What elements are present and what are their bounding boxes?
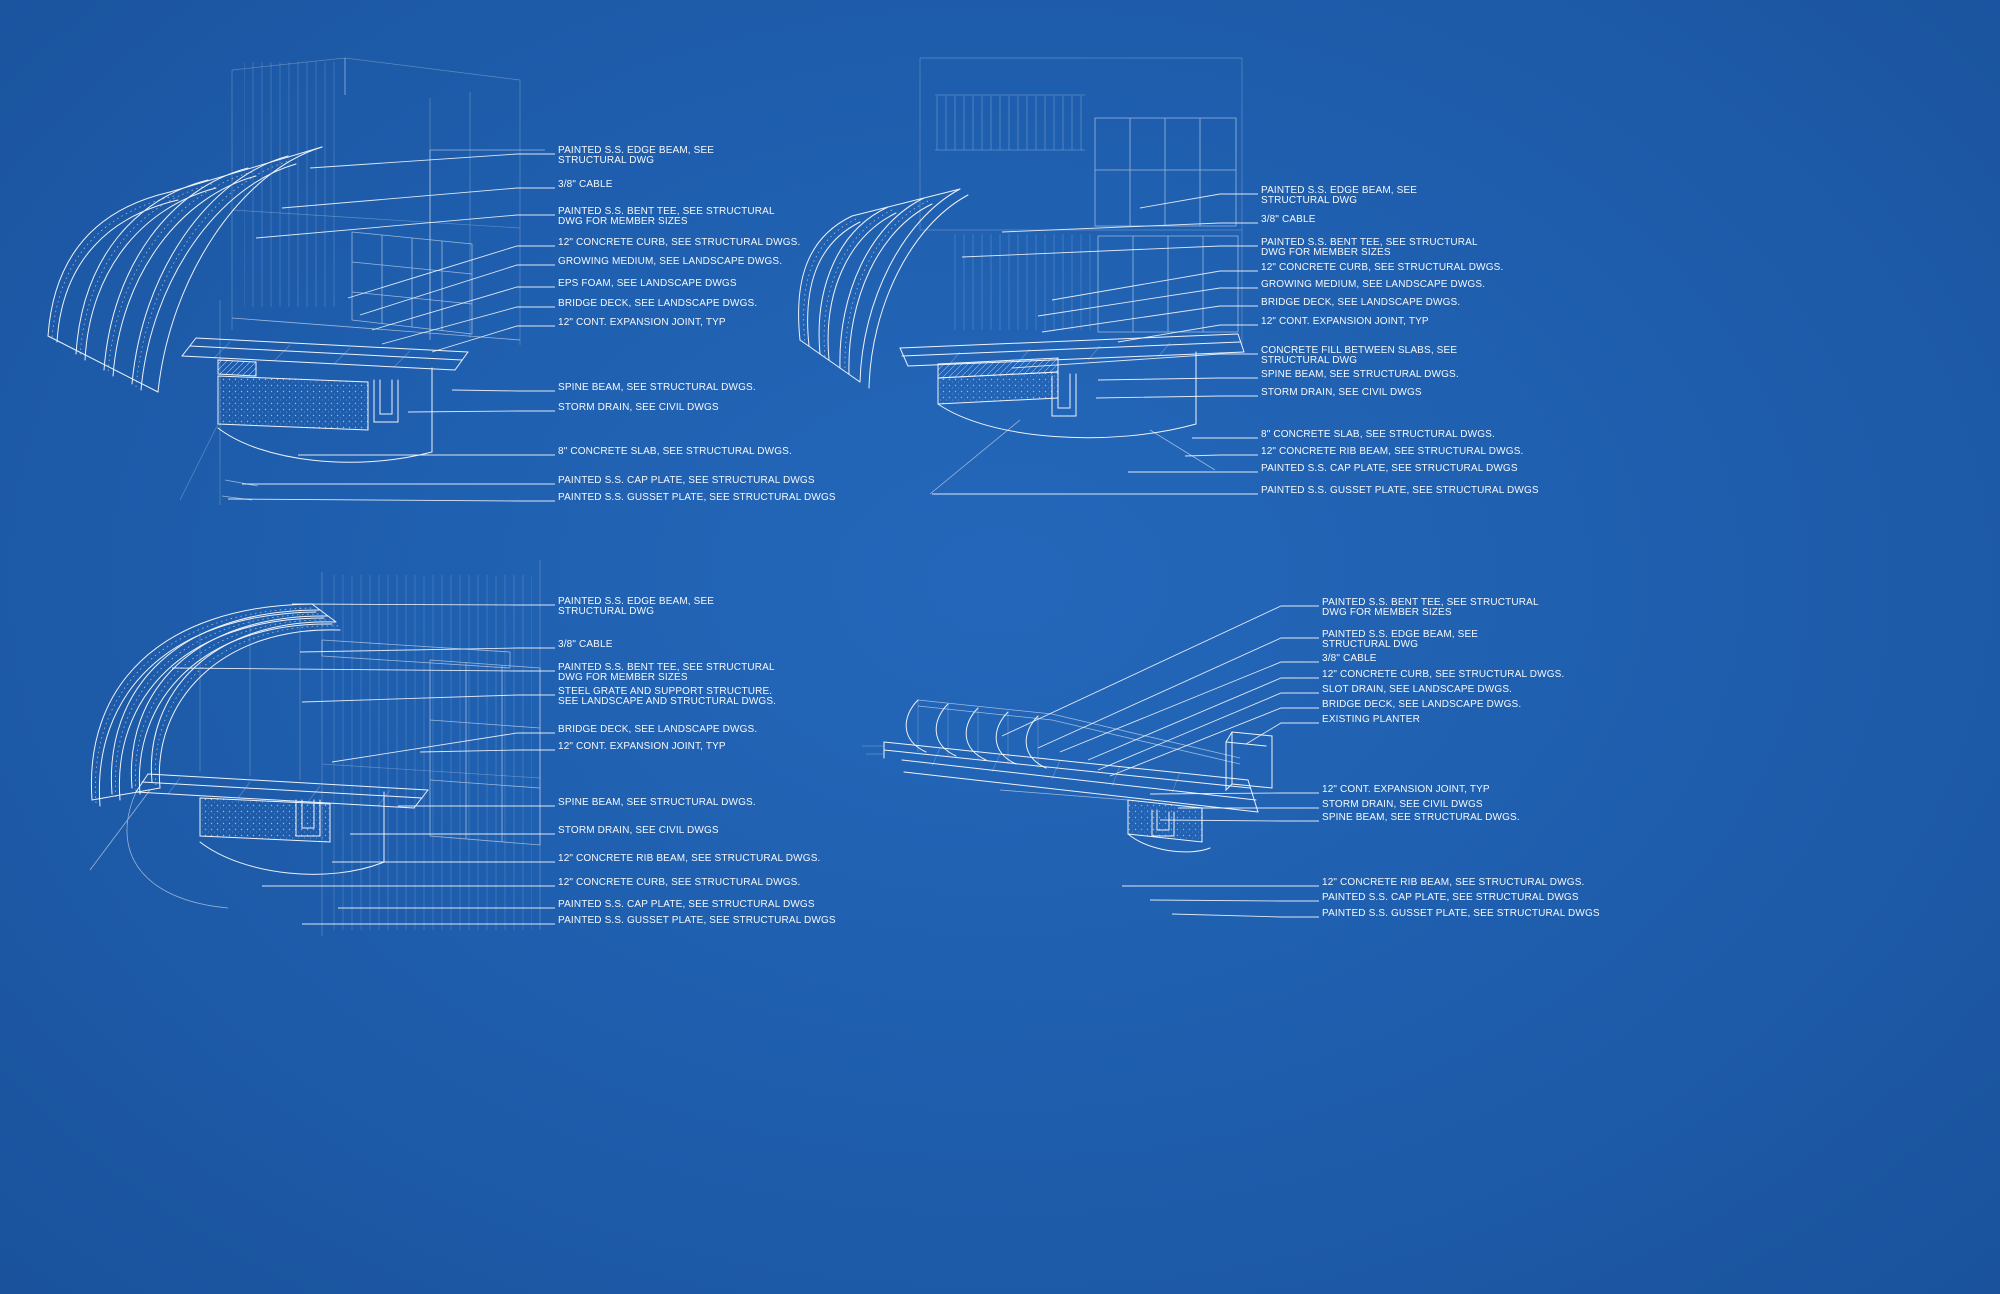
- callout-concrete-curb: 12" CONCRETE CURB, SEE STRUCTURAL DWGS.: [558, 877, 801, 888]
- callout-storm-drain: STORM DRAIN, SEE CIVIL DWGS: [1322, 799, 1483, 810]
- callout-cap-plate: PAINTED S.S. CAP PLATE, SEE STRUCTURAL D…: [1322, 892, 1579, 903]
- callout-concrete-slab: 8" CONCRETE SLAB, SEE STRUCTURAL DWGS.: [1261, 429, 1495, 440]
- callout-gusset-plate: PAINTED S.S. GUSSET PLATE, SEE STRUCTURA…: [558, 915, 836, 926]
- tr-canopy-ribs: [798, 188, 969, 389]
- callout-concrete-curb: 12" CONCRETE CURB, SEE STRUCTURAL DWGS.: [1261, 262, 1504, 273]
- callout-expansion-joint: 12" CONT. EXPANSION JOINT, TYP: [1322, 784, 1490, 795]
- bl-canopy-arcs: [90, 603, 341, 807]
- callout-expansion-joint: 12" CONT. EXPANSION JOINT, TYP: [1261, 316, 1429, 327]
- tr-canopy-slats: [803, 200, 929, 372]
- callout-cap-plate: PAINTED S.S. CAP PLATE, SEE STRUCTURAL D…: [558, 475, 815, 486]
- bl-canopy-slats: [95, 607, 339, 804]
- bl-cables: [199, 606, 301, 780]
- callout-spine-beam: SPINE BEAM, SEE STRUCTURAL DWGS.: [558, 382, 756, 393]
- callout-spine-beam: SPINE BEAM, SEE STRUCTURAL DWGS.: [1322, 812, 1520, 823]
- bottom-right-line-art: [862, 699, 1273, 853]
- br-rib-cables: [862, 700, 1039, 768]
- br-deck: [883, 741, 1259, 813]
- callout-rib-beam: 12" CONCRETE RIB BEAM, SEE STRUCTURAL DW…: [558, 853, 821, 864]
- callout-bent-tee: PAINTED S.S. BENT TEE, SEE STRUCTURAL DW…: [1261, 237, 1478, 258]
- callout-gusset-plate: PAINTED S.S. GUSSET PLATE, SEE STRUCTURA…: [558, 492, 836, 503]
- callout-bridge-deck: BRIDGE DECK, SEE LANDSCAPE DWGS.: [1322, 699, 1522, 710]
- callout-cable: 3/8" CABLE: [1261, 214, 1316, 225]
- callout-cable: 3/8" CABLE: [1322, 653, 1377, 664]
- callout-edge-beam: PAINTED S.S. EDGE BEAM, SEE STRUCTURAL D…: [1322, 629, 1479, 650]
- callout-growing-medium: GROWING MEDIUM, SEE LANDSCAPE DWGS.: [558, 256, 783, 267]
- callout-storm-drain: STORM DRAIN, SEE CIVIL DWGS: [1261, 387, 1422, 398]
- callout-existing-planter: EXISTING PLANTER: [1322, 714, 1420, 725]
- br-deck-joints: [931, 747, 1181, 794]
- bl-deck-joints: [167, 777, 391, 807]
- callout-cap-plate: PAINTED S.S. CAP PLATE, SEE STRUCTURAL D…: [558, 899, 815, 910]
- callout-steel-grate: STEEL GRATE AND SUPPORT STRUCTURE. SEE L…: [558, 686, 777, 707]
- callout-edge-beam: PAINTED S.S. EDGE BEAM, SEE STRUCTURAL D…: [558, 145, 715, 166]
- callout-cap-plate: PAINTED S.S. CAP PLATE, SEE STRUCTURAL D…: [1261, 463, 1518, 474]
- callout-concrete-curb: 12" CONCRETE CURB, SEE STRUCTURAL DWGS.: [558, 237, 801, 248]
- callout-bent-tee: PAINTED S.S. BENT TEE, SEE STRUCTURAL DW…: [558, 662, 775, 683]
- callout-eps-foam: EPS FOAM, SEE LANDSCAPE DWGS: [558, 278, 737, 289]
- callout-bridge-deck: BRIDGE DECK, SEE LANDSCAPE DWGS.: [558, 298, 758, 309]
- callout-bridge-deck: BRIDGE DECK, SEE LANDSCAPE DWGS.: [558, 724, 758, 735]
- callout-concrete-curb: 12" CONCRETE CURB, SEE STRUCTURAL DWGS.: [1322, 669, 1565, 680]
- bl-building-window-band: [321, 639, 541, 846]
- tr-gusset-lines: [929, 419, 1216, 495]
- callout-cable: 3/8" CABLE: [558, 639, 613, 650]
- callout-gusset-plate: PAINTED S.S. GUSSET PLATE, SEE STRUCTURA…: [1261, 485, 1539, 496]
- callout-bent-tee: PAINTED S.S. BENT TEE, SEE STRUCTURAL DW…: [1322, 597, 1539, 618]
- callout-bridge-deck: BRIDGE DECK, SEE LANDSCAPE DWGS.: [1261, 297, 1461, 308]
- callout-storm-drain: STORM DRAIN, SEE CIVIL DWGS: [558, 825, 719, 836]
- br-soffit-line: [999, 789, 1129, 801]
- tl-deck-joints: [179, 341, 411, 501]
- callout-slot-drain: SLOT DRAIN, SEE LANDSCAPE DWGS.: [1322, 684, 1513, 695]
- callout-spine-beam: SPINE BEAM, SEE STRUCTURAL DWGS.: [1261, 369, 1459, 380]
- top-left-line-art: [47, 57, 545, 505]
- callout-gusset-plate: PAINTED S.S. GUSSET PLATE, SEE STRUCTURA…: [1322, 908, 1600, 919]
- callout-spine-beam: SPINE BEAM, SEE STRUCTURAL DWGS.: [558, 797, 756, 808]
- callout-storm-drain: STORM DRAIN, SEE CIVIL DWGS: [558, 402, 719, 413]
- callout-concrete-fill: CONCRETE FILL BETWEEN SLABS, SEE STRUCTU…: [1261, 345, 1458, 366]
- callout-expansion-joint: 12" CONT. EXPANSION JOINT, TYP: [558, 741, 726, 752]
- bottom-left-line-art: [89, 560, 541, 936]
- tl-canopy-slats: [51, 159, 293, 388]
- tr-deck-joints: [947, 342, 1171, 367]
- callout-cable: 3/8" CABLE: [558, 179, 613, 190]
- callout-rib-beam: 12" CONCRETE RIB BEAM, SEE STRUCTURAL DW…: [1322, 877, 1585, 888]
- callout-expansion-joint: 12" CONT. EXPANSION JOINT, TYP: [558, 317, 726, 328]
- tr-building-windows: [1094, 117, 1239, 333]
- callout-edge-beam: PAINTED S.S. EDGE BEAM, SEE STRUCTURAL D…: [558, 596, 715, 617]
- bl-under-deck: [89, 789, 229, 909]
- callout-bent-tee: PAINTED S.S. BENT TEE, SEE STRUCTURAL DW…: [558, 206, 775, 227]
- top-right-line-art: [798, 57, 1245, 495]
- callout-concrete-slab: 8" CONCRETE SLAB, SEE STRUCTURAL DWGS.: [558, 446, 792, 457]
- callout-growing-medium: GROWING MEDIUM, SEE LANDSCAPE DWGS.: [1261, 279, 1486, 290]
- callout-rib-beam: 12" CONCRETE RIB BEAM, SEE STRUCTURAL DW…: [1261, 446, 1524, 457]
- callout-edge-beam: PAINTED S.S. EDGE BEAM, SEE STRUCTURAL D…: [1261, 185, 1418, 206]
- tl-canopy-ribs: [47, 146, 323, 393]
